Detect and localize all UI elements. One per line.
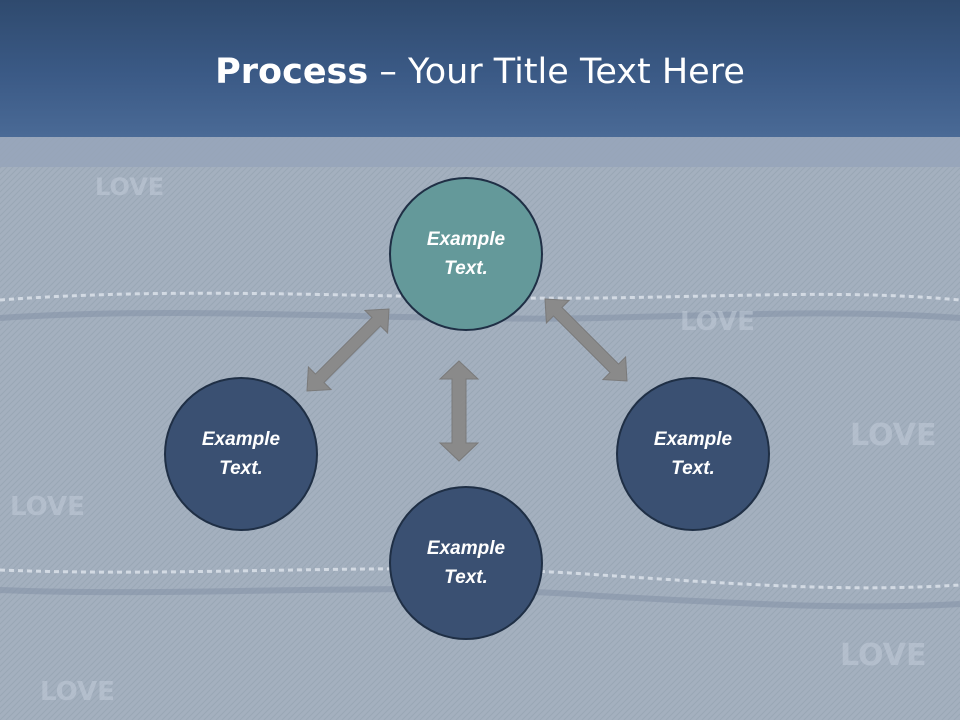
title-rest: – Your Title Text Here	[368, 52, 745, 92]
process-node-left: Example Text.	[164, 377, 318, 531]
node-label: Example Text.	[201, 429, 281, 479]
node-label: Example Text.	[653, 429, 733, 479]
process-node-right: Example Text.	[616, 377, 770, 531]
watermark-text: LOVE	[680, 307, 755, 337]
process-node-bottom: Example Text.	[389, 486, 543, 640]
title-bold: Process	[215, 52, 369, 92]
watermark-text: LOVE	[95, 173, 164, 201]
watermark-text: LOVE	[10, 492, 85, 522]
title-bar	[0, 0, 960, 137]
process-node-top: Example Text.	[389, 177, 543, 331]
header-band	[0, 137, 960, 167]
node-label: Example Text.	[426, 229, 506, 279]
double-arrow-icon	[544, 298, 628, 382]
watermark-text: LOVE	[40, 677, 115, 707]
watermark-group: LOVE LOVE LOVE LOVE LOVE LOVE	[10, 173, 936, 707]
node-label: Example Text.	[426, 538, 506, 588]
watermark-text: LOVE	[850, 418, 936, 453]
watermark-text: LOVE	[840, 638, 926, 673]
slide-title: Process – Your Title Text Here	[0, 52, 960, 92]
double-arrow-icon	[306, 308, 390, 392]
double-arrow-icon	[438, 360, 480, 462]
